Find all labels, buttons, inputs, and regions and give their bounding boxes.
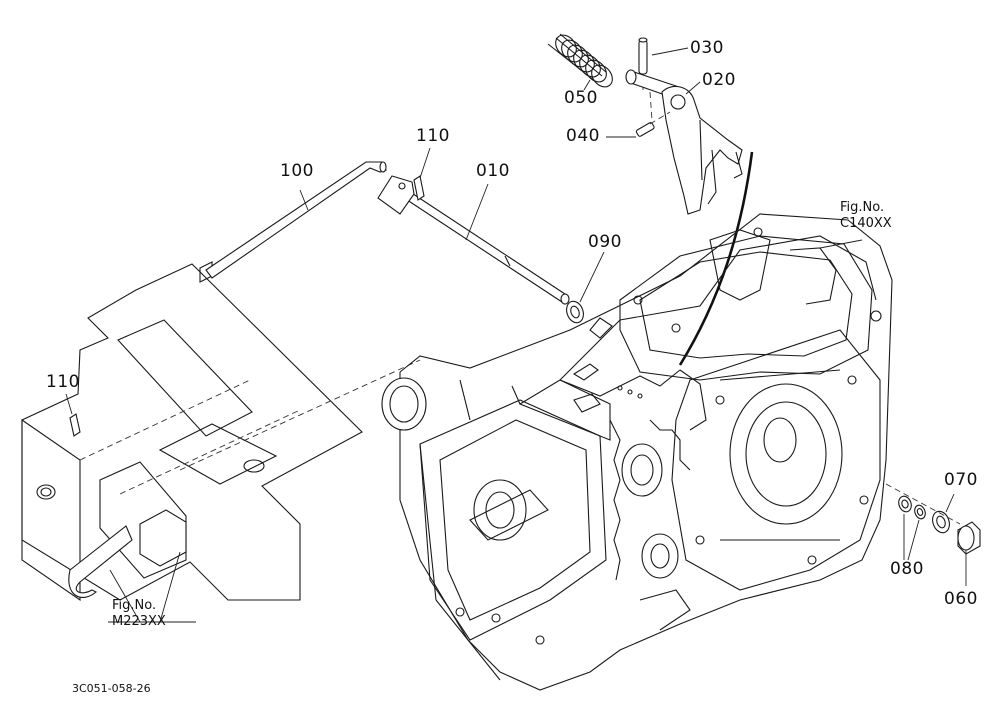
callout-010: 010	[476, 161, 510, 181]
fig-ref-housing[interactable]: Fig.No. C140XX	[840, 200, 892, 232]
pin-part-030	[638, 37, 689, 92]
pin-part-110-top	[413, 147, 431, 201]
bent-rod-part	[199, 161, 387, 283]
transmission-housing	[381, 213, 893, 691]
cover-panel	[21, 263, 421, 623]
shift-fork-part	[625, 69, 743, 215]
callout-110-left: 110	[46, 372, 80, 392]
callout-050: 050	[564, 88, 598, 108]
callout-100: 100	[280, 161, 314, 181]
set-pin-part-040	[606, 111, 671, 138]
fig-ref-panel-line1: Fig.No.	[112, 598, 157, 613]
spring-part	[547, 33, 613, 91]
alignment-line	[885, 483, 961, 525]
oil-seal-part-070	[932, 493, 955, 534]
callout-090: 090	[588, 232, 622, 252]
alignment-line	[649, 91, 653, 121]
shifter-cable	[678, 151, 754, 366]
plug-part-060	[957, 521, 981, 586]
fig-ref-housing-line1: Fig.No.	[840, 200, 885, 215]
callout-080: 080	[890, 559, 924, 579]
oil-seal-part	[566, 251, 605, 324]
fig-ref-panel[interactable]: Fig.No. M223XX	[112, 598, 166, 630]
callout-110-top: 110	[416, 126, 450, 146]
pin-part-110-left	[65, 393, 81, 437]
callout-060: 060	[944, 589, 978, 609]
callout-040: 040	[566, 126, 600, 146]
callout-030: 030	[690, 38, 724, 58]
snap-ring-part-080	[898, 495, 926, 561]
fig-ref-housing-line2: C140XX	[840, 216, 892, 231]
callout-070: 070	[944, 470, 978, 490]
shift-rod-part	[377, 175, 570, 305]
callout-020: 020	[702, 70, 736, 90]
fig-ref-panel-line2: M223XX	[112, 614, 166, 629]
drawing-code: 3C051-058-26	[72, 682, 151, 695]
